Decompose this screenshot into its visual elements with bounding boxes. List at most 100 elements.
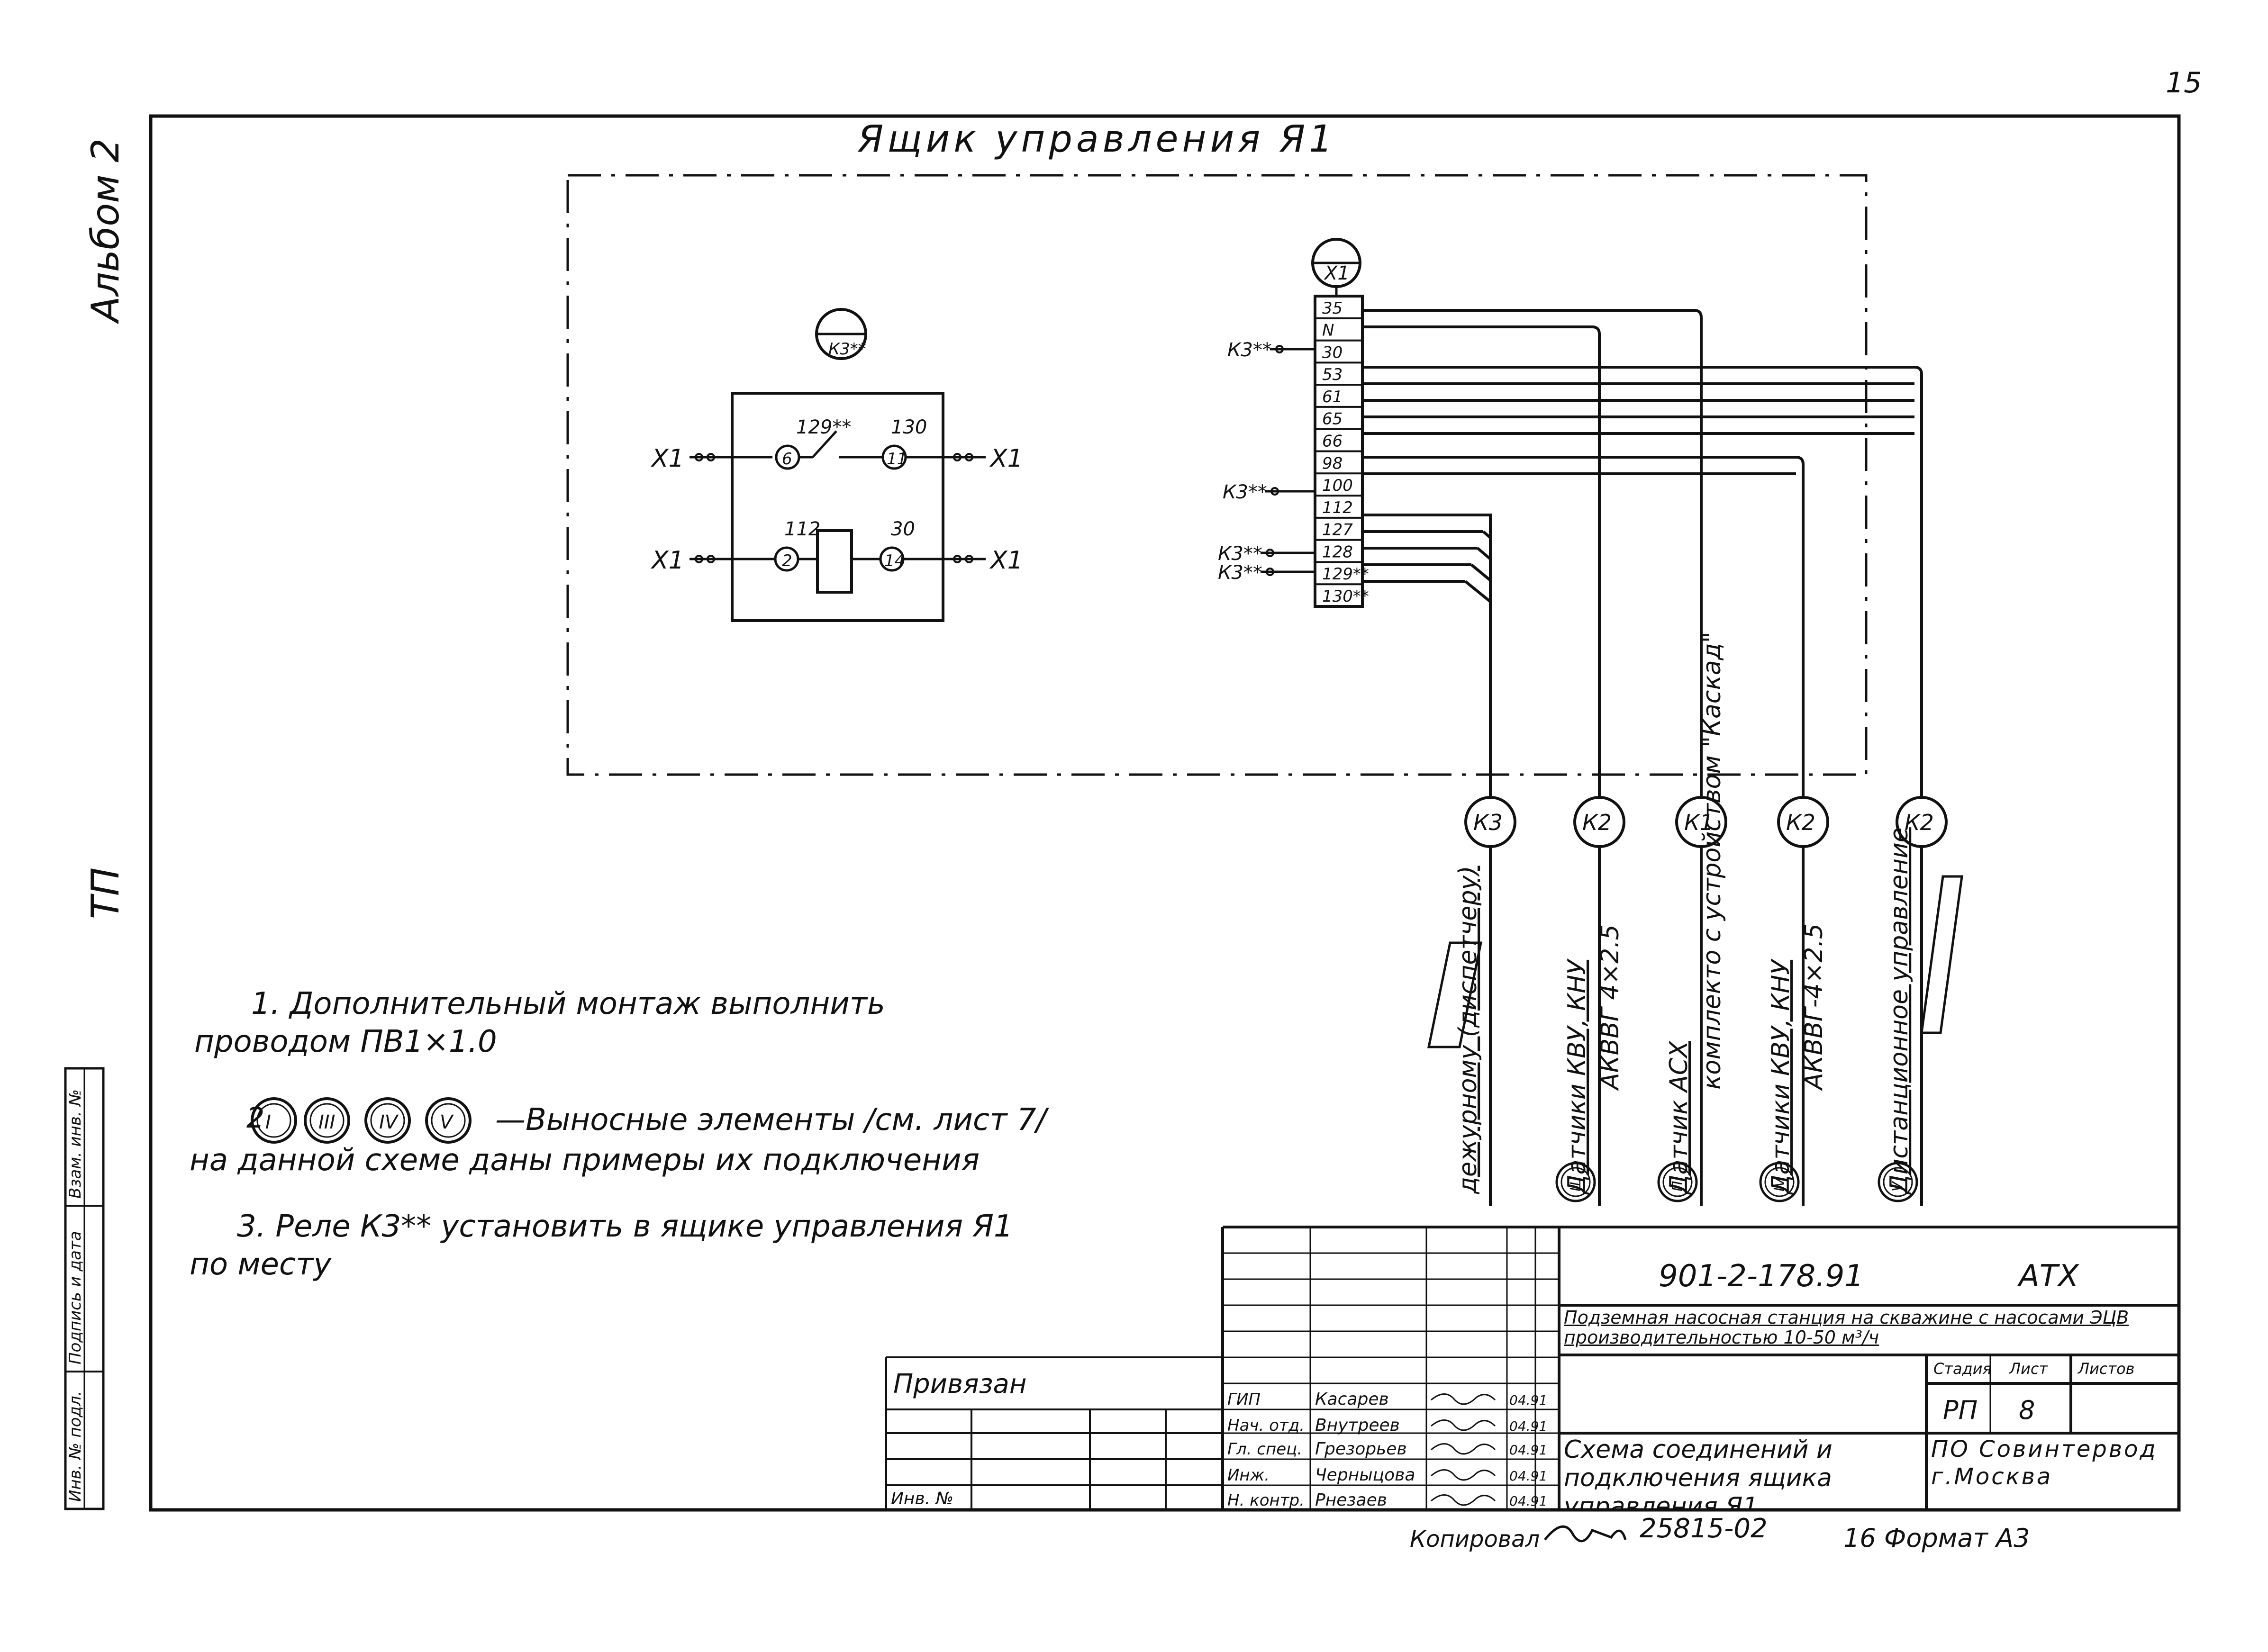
sheet-value: 8 bbox=[2019, 1395, 2035, 1425]
inv-label: Инв. № bbox=[891, 1489, 953, 1508]
svg-text:14: 14 bbox=[884, 551, 905, 570]
terminal-row-label: 35 bbox=[1322, 299, 1343, 318]
cable-id: К2 bbox=[1905, 810, 1934, 835]
svg-text:11: 11 bbox=[887, 450, 907, 469]
signer-role: Инж. bbox=[1227, 1466, 1270, 1485]
terminal-row-label: 127 bbox=[1322, 521, 1353, 540]
terminal-row-label: 30 bbox=[1322, 343, 1343, 362]
cable-type: АКВВГ-4×2.5 bbox=[1800, 923, 1828, 1091]
wiring bbox=[1362, 309, 1923, 796]
signer-name: Черныцова bbox=[1315, 1465, 1415, 1485]
cable-element-marker-inner bbox=[1883, 1167, 1913, 1197]
terminal-row-label: 100 bbox=[1322, 476, 1353, 495]
cable-type: комплекто с устройством "Каскад" bbox=[1698, 632, 1726, 1090]
note-element-marker: I bbox=[251, 1097, 297, 1144]
signature-scribble bbox=[1431, 1443, 1496, 1455]
signer-date: 04.91 bbox=[1509, 1493, 1547, 1509]
strip-text-inv: Инв. № подл. bbox=[66, 1390, 85, 1502]
svg-text:Х1: Х1 bbox=[650, 546, 684, 575]
note-3-line-2: по месту bbox=[190, 1247, 332, 1282]
head-stage: Стадия bbox=[1933, 1360, 1992, 1378]
cable-element-marker-inner bbox=[1662, 1167, 1693, 1197]
relay-contact bbox=[812, 430, 837, 458]
svg-text:Х1: Х1 bbox=[989, 444, 1023, 473]
album-label: Альбом 2 bbox=[83, 138, 127, 325]
doc-code: 901-2-178.91 bbox=[1659, 1259, 1864, 1294]
signer-name: Грезорьев bbox=[1315, 1439, 1407, 1459]
cable-element-marker bbox=[1555, 1162, 1596, 1202]
wire-k2-a bbox=[1362, 325, 1601, 796]
copier-signature bbox=[1544, 1525, 1627, 1543]
cable-name: Датчик АСХ bbox=[1665, 1040, 1693, 1195]
signature-scribble bbox=[1431, 1494, 1496, 1506]
terminal-block-x1: Х1 35N305361656698100112127128129**130**… bbox=[1218, 238, 1369, 608]
signer-name: Рнезаев bbox=[1315, 1490, 1387, 1510]
head-sheet: Лист bbox=[2009, 1360, 2048, 1378]
signer-name: Внутреев bbox=[1315, 1416, 1400, 1435]
drawing-title: Схема соединений и подключения ящика упр… bbox=[1564, 1435, 1833, 1509]
wire-k2-b bbox=[1362, 456, 1805, 796]
cable-element-marker-label: Ш bbox=[1568, 1176, 1584, 1192]
svg-text:130: 130 bbox=[891, 416, 927, 438]
k3-ref-3: К3** bbox=[1218, 543, 1315, 565]
cable-name: Датчики КВУ, КНУ bbox=[1767, 958, 1795, 1195]
stage-value: РП bbox=[1943, 1395, 1978, 1425]
svg-text:112: 112 bbox=[784, 518, 820, 540]
note-element-marker: V bbox=[425, 1097, 472, 1144]
svg-text:К3**: К3** bbox=[1218, 543, 1262, 565]
footer-number: 25815-02 bbox=[1640, 1513, 1768, 1544]
terminal-row-label: 65 bbox=[1322, 410, 1343, 429]
cable-element-marker-label: IV bbox=[1771, 1176, 1788, 1192]
note-2-text: —Выносные элементы /см. лист 7/ bbox=[495, 1102, 1050, 1137]
cable-k2-dash-box bbox=[1920, 875, 1963, 1034]
relay-coil bbox=[816, 529, 853, 594]
signer-date: 04.91 bbox=[1509, 1418, 1547, 1434]
terminal-row-label: N bbox=[1322, 321, 1334, 340]
note-element-marker-label: V bbox=[440, 1111, 454, 1133]
doc-mark: АТХ bbox=[2017, 1259, 2079, 1294]
cable-name: дежурному (диспетчеру) bbox=[1454, 866, 1482, 1194]
note-element-marker-label: I bbox=[265, 1111, 271, 1133]
cable-element-marker bbox=[1657, 1162, 1698, 1202]
note-1-line-1: 1. Дополнительный монтаж выполнить bbox=[251, 986, 885, 1021]
note-element-marker-label: IV bbox=[379, 1111, 399, 1133]
drawing-frame bbox=[149, 114, 2181, 1512]
cable-k3-dash-box bbox=[1427, 941, 1483, 1048]
strip-text-podpis: Подпись и дата bbox=[66, 1231, 85, 1364]
privyazan-label: Привязан bbox=[893, 1369, 1026, 1399]
cable-element-marker bbox=[1759, 1162, 1800, 1202]
svg-text:30: 30 bbox=[891, 518, 915, 540]
cable-element-marker-label: V bbox=[1890, 1181, 1906, 1192]
cable-id: К1 bbox=[1684, 810, 1714, 835]
terminal-row-label: 66 bbox=[1322, 432, 1343, 451]
svg-text:Х1: Х1 bbox=[650, 444, 684, 473]
cable-element-marker-inner bbox=[1764, 1167, 1795, 1197]
head-sheets: Листов bbox=[2077, 1360, 2135, 1378]
terminal-row-label: 130** bbox=[1322, 587, 1369, 606]
terminal-row-label: 129** bbox=[1322, 565, 1369, 584]
signature-scribble bbox=[1431, 1419, 1496, 1431]
terminal-row-label: 98 bbox=[1322, 454, 1343, 473]
cable-0: К3 дежурному (диспетчеру) bbox=[1454, 796, 1516, 1206]
terminal-row-label: 61 bbox=[1322, 388, 1343, 406]
signer-role: Гл. спец. bbox=[1227, 1440, 1302, 1459]
k3-ref-2: К3** bbox=[1223, 481, 1315, 503]
signer-role: ГИП bbox=[1227, 1390, 1261, 1409]
wire-k2-c bbox=[1362, 366, 1923, 796]
cable-id: К3 bbox=[1473, 810, 1503, 835]
svg-text:2: 2 bbox=[782, 551, 792, 570]
svg-text:Х1: Х1 bbox=[989, 546, 1023, 575]
cable-name: Дистанционное управление bbox=[1885, 827, 1914, 1195]
signer-name: Касарев bbox=[1315, 1390, 1389, 1409]
cable-id: К2 bbox=[1582, 810, 1612, 835]
notes: 1. Дополнительный монтаж выполнить прово… bbox=[190, 986, 1050, 1282]
note-1-line-2: проводом ПВ1×1.0 bbox=[194, 1024, 497, 1059]
signature-scribble bbox=[1431, 1393, 1496, 1405]
svg-text:6: 6 bbox=[782, 450, 792, 469]
relay-box bbox=[731, 392, 944, 622]
terminal-row-label: 128 bbox=[1322, 542, 1353, 561]
